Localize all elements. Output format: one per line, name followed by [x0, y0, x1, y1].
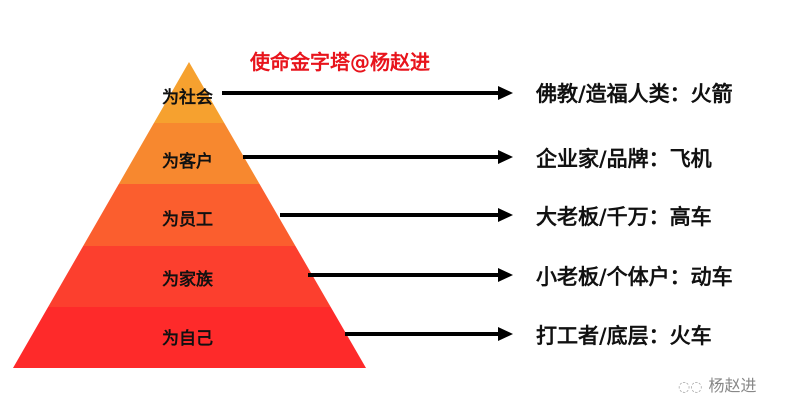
arrow-head — [498, 268, 513, 282]
target-label-self: 打工者/底层：火车 — [536, 324, 712, 348]
watermark-text: 杨赵进 — [708, 376, 757, 395]
watermark: ◌◌ 杨赵进 — [678, 372, 756, 396]
pyramid-band — [13, 307, 366, 368]
target-label-customers: 企业家/品牌：飞机 — [536, 147, 712, 171]
target-label-society: 佛教/造福人类：火箭 — [536, 82, 733, 106]
level-label-employees: 为员工 — [162, 210, 213, 230]
target-label-employees: 大老板/千万：高车 — [536, 205, 712, 229]
arrow-head — [498, 327, 513, 341]
diagram-title: 使命金字塔@杨赵进 — [250, 50, 430, 74]
wechat-icon: ◌◌ — [678, 379, 703, 395]
arrow-head — [498, 86, 513, 100]
level-label-society: 为社会 — [162, 88, 213, 108]
level-label-family: 为家族 — [162, 270, 213, 290]
arrow-head — [498, 208, 513, 222]
level-label-self: 为自己 — [162, 329, 213, 349]
level-label-customers: 为客户 — [162, 152, 213, 172]
target-label-family: 小老板/个体户：动车 — [536, 265, 733, 289]
arrow-head — [498, 150, 513, 164]
